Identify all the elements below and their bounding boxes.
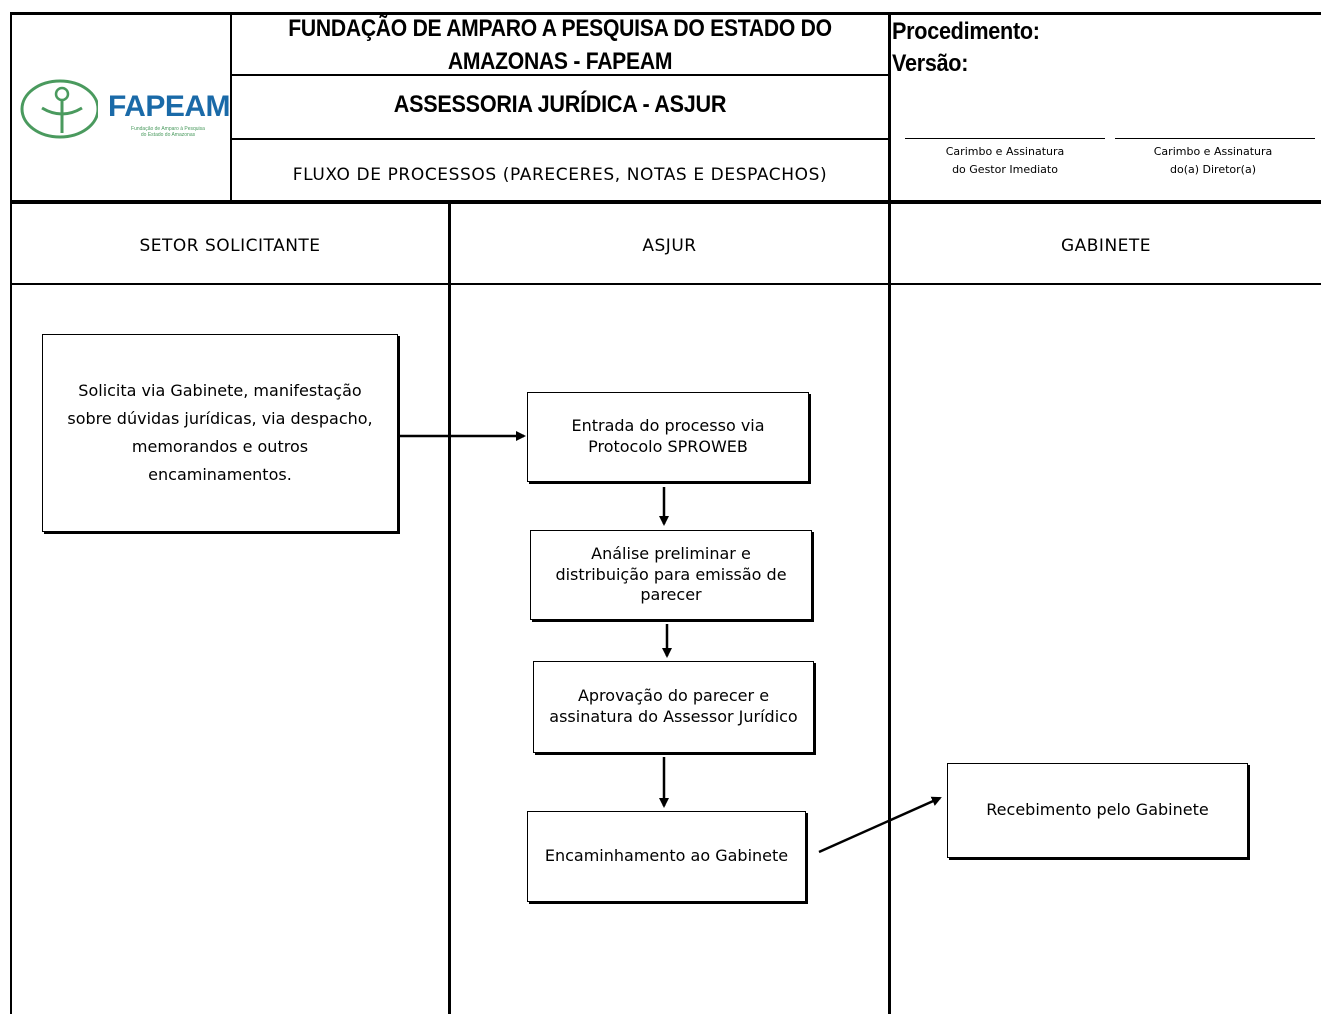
lane-divider-2 — [888, 202, 891, 1014]
signature-caption-right: Carimbo e Assinatura do(a) Diretor(a) — [1153, 145, 1273, 176]
lane-label-gabinete: GABINETE — [1060, 236, 1152, 256]
lane-divider-1 — [448, 202, 451, 1014]
fapeam-logo-icon — [20, 79, 98, 139]
logo-wordmark: FAPEAM — [108, 90, 231, 123]
step-approval-text: Aprovação do parecer e assinatura do Ass… — [549, 686, 798, 726]
header-top-border — [10, 12, 1321, 15]
step-forwarding-text: Encaminhamento ao Gabinete — [544, 846, 789, 866]
fapeam-logo: FAPEAM Fundação de Amparo à Pesquisa do … — [18, 78, 231, 144]
procedure-label: Procedimento: — [892, 18, 1040, 45]
signature-line-right — [1115, 138, 1315, 139]
signature-caption-left: Carimbo e Assinatura do Gestor Imediato — [945, 145, 1065, 176]
step-analysis-text: Análise preliminar e distribuição para e… — [555, 543, 787, 605]
flow-title: FLUXO DE PROCESSOS (PARECERES, NOTAS E D… — [292, 165, 828, 185]
lane-header-divider — [10, 283, 1321, 285]
step-receipt-text: Recebimento pelo Gabinete — [986, 800, 1209, 820]
header-right-divider — [888, 12, 891, 202]
step-request: Solicita via Gabinete, manifestação sobr… — [42, 334, 398, 532]
step-approval: Aprovação do parecer e assinatura do Ass… — [533, 661, 814, 753]
step-analysis: Análise preliminar e distribuição para e… — [530, 530, 812, 620]
step-receipt: Recebimento pelo Gabinete — [947, 763, 1248, 858]
step-entry: Entrada do processo via Protocolo SPROWE… — [527, 392, 809, 482]
org-title: FUNDAÇÃO DE AMPARO A PESQUISA DO ESTADO … — [288, 15, 832, 75]
version-label: Versão: — [892, 50, 969, 77]
header-bottom-border — [10, 200, 1321, 204]
lane-label-asjur: ASJUR — [642, 236, 697, 256]
department-title: ASSESSORIA JURÍDICA - ASJUR — [393, 91, 727, 118]
header-left-border — [10, 12, 12, 1014]
signature-line-left — [905, 138, 1105, 139]
step-entry-text: Entrada do processo via Protocolo SPROWE… — [571, 416, 765, 456]
step-request-text: Solicita via Gabinete, manifestação sobr… — [67, 381, 373, 484]
arrow-forwarding-to-receipt — [818, 796, 942, 854]
header-row-divider-1 — [230, 74, 890, 76]
step-forwarding: Encaminhamento ao Gabinete — [527, 811, 806, 902]
header-logo-divider — [230, 12, 232, 202]
header-row-divider-2 — [230, 138, 890, 140]
lane-label-setor-solicitante: SETOR SOLICITANTE — [139, 236, 321, 256]
logo-subtitle: Fundação de Amparo à Pesquisa do Estado … — [131, 126, 205, 138]
